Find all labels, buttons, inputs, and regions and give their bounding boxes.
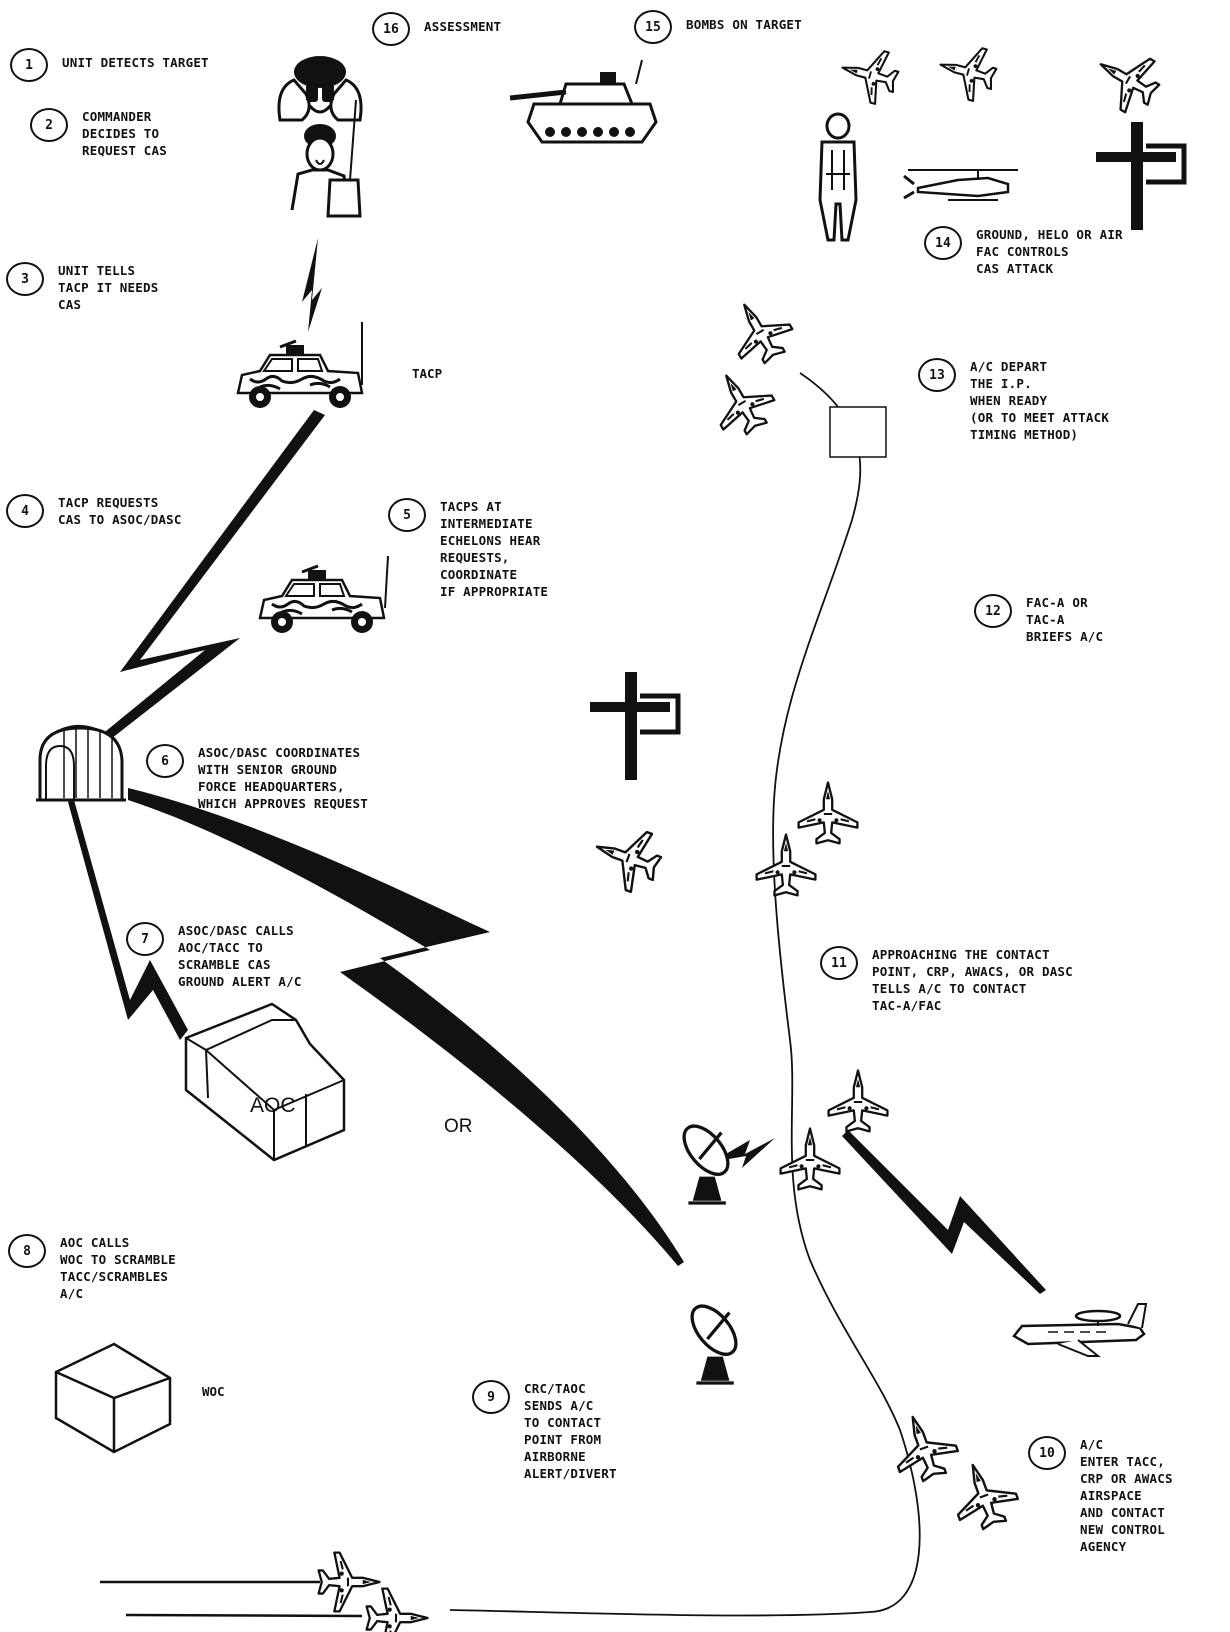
fighter-jet-icon-2: [932, 37, 1002, 106]
step-9: 9 CRC/TAOC SENDS A/C TO CONTACT POINT FR…: [472, 1380, 617, 1482]
helicopter-icon: [903, 169, 1018, 201]
or-label: OR: [444, 1116, 473, 1137]
step-text: ASOC/DASC CALLS AOC/TACC TO SCRAMBLE CAS…: [178, 923, 302, 989]
aoc-label: AOC: [250, 1094, 296, 1117]
step-1: 1 UNIT DETECTS TARGET: [10, 48, 209, 82]
step-15: 15 BOMBS ON TARGET: [634, 10, 802, 44]
step-number: 10: [1028, 1436, 1066, 1470]
step-14: 14 GROUND, HELO OR AIR FAC CONTROLS CAS …: [924, 226, 1123, 277]
step-number: 8: [8, 1234, 46, 1268]
step-number: 2: [30, 108, 68, 142]
entering-jet-icon-2: [942, 1453, 1025, 1537]
step-number: 6: [146, 744, 184, 778]
step-text: TACPs AT INTERMEDIATE ECHELONS HEAR REQU…: [440, 499, 549, 599]
step-text: UNIT TELLS TACP IT NEEDS CAS: [58, 263, 159, 312]
intermediate-tacp-humvee-icon: [258, 564, 386, 635]
control-jet-icon-2: [779, 1127, 841, 1191]
step-text: CRC/TAOC SENDS A/C TO CONTACT POINT FROM…: [524, 1381, 617, 1481]
step-number: 14: [924, 226, 962, 260]
step-number: 13: [918, 358, 956, 392]
control-jet-icon-1: [827, 1069, 889, 1133]
step-6: 6 ASOC/DASC COORDINATES WITH SENIOR GROU…: [146, 744, 368, 812]
fac-soldier-icon: [818, 112, 858, 242]
step-text: COMMANDER DECIDES TO REQUEST CAS: [82, 109, 167, 158]
step-text: A/C DEPART THE I.P. WHEN READY (OR TO ME…: [970, 359, 1110, 442]
step-11: 11 APPROACHING THE CONTACT POINT, CRP, A…: [820, 946, 1073, 1014]
radio-link-unit-tacp: [302, 238, 322, 332]
step-number: 3: [6, 262, 44, 296]
crp-radar-icon: [674, 1116, 738, 1205]
radio-operator-icon: [290, 99, 362, 218]
step-text: A/C ENTER TACC, CRP OR AWACS AIRSPACE AN…: [1080, 1437, 1173, 1554]
step-text: ASSESSMENT: [424, 19, 502, 34]
scrambled-jet-icon-1: [317, 1551, 381, 1613]
step-text: TACP REQUESTS CAS TO ASOC/DASC: [58, 495, 182, 527]
step-number: 5: [388, 498, 426, 532]
takeoff-track-2: [125, 1613, 363, 1618]
tacp-label: TACP: [412, 366, 443, 381]
soldier-binoculars-icon: [277, 56, 363, 122]
step-number: 7: [126, 922, 164, 956]
aoc-building-icon: [184, 1002, 346, 1162]
initial-point-box: [829, 406, 887, 458]
woc-label: WOC: [202, 1384, 225, 1399]
attack-jet-icon-2: [699, 359, 784, 445]
step-text: GROUND, HELO OR AIR FAC CONTROLS CAS ATT…: [976, 227, 1123, 276]
contact-point-jet-icon-1: [797, 781, 859, 845]
step-text: UNIT DETECTS TARGET: [62, 55, 209, 70]
step-text: APPROACHING THE CONTACT POINT, CRP, AWAC…: [872, 947, 1073, 1013]
radio-link-radar-ac: [712, 1138, 775, 1168]
radio-link-awacs-ac: [842, 1130, 1046, 1294]
step-number: 1: [10, 48, 48, 82]
step-8: 8 AOC CALLS WOC TO SCRAMBLE TACC/SCRAMBL…: [8, 1234, 176, 1302]
awacs-aircraft-icon: [1012, 1303, 1148, 1357]
step-text: FAC-A OR TAC-A BRIEFS A/C: [1026, 595, 1104, 644]
step-text: ASOC/DASC COORDINATES WITH SENIOR GROUND…: [198, 745, 368, 811]
step-10: 10 A/C ENTER TACC, CRP OR AWACS AIRSPACE…: [1028, 1436, 1173, 1555]
fighter-jet-icon-3: [1084, 37, 1170, 122]
scrambled-jet-icon-2: [365, 1587, 429, 1632]
step-16: 16 ASSESSMENT: [372, 12, 501, 46]
step-3: 3 UNIT TELLS TACP IT NEEDS CAS: [6, 262, 158, 313]
asoc-dasc-shelter-icon: [36, 724, 126, 802]
woc-cube-icon: [54, 1342, 172, 1454]
crc-taoc-radar-icon: [682, 1296, 746, 1385]
step-text: AOC CALLS WOC TO SCRAMBLE TACC/SCRAMBLES…: [60, 1235, 176, 1301]
tacp-humvee-icon: [236, 339, 364, 410]
step-number: 15: [634, 10, 672, 44]
radio-link-tacp-asoc: [78, 410, 325, 760]
step-12: 12 FAC-A OR TAC-A BRIEFS A/C: [974, 594, 1103, 645]
contact-point-jet-icon-2: [755, 833, 817, 897]
step-13: 13 A/C DEPART THE I.P. WHEN READY (OR TO…: [918, 358, 1109, 443]
step-number: 4: [6, 494, 44, 528]
step-text: BOMBS ON TARGET: [686, 17, 802, 32]
step-5: 5 TACPs AT INTERMEDIATE ECHELONS HEAR RE…: [388, 498, 548, 600]
fighter-jet-icon-1: [834, 40, 904, 109]
intermediate-tacp-antenna: [384, 555, 389, 609]
tank-icon: [509, 59, 658, 144]
step-4: 4 TACP REQUESTS CAS TO ASOC/DASC: [6, 494, 182, 528]
step-7: 7 ASOC/DASC CALLS AOC/TACC TO SCRAMBLE C…: [126, 922, 302, 990]
radio-link-asoc-aoc: [68, 800, 188, 1040]
prop-aircraft-icon-mid: [590, 672, 678, 780]
step-number: 9: [472, 1380, 510, 1414]
step-number: 12: [974, 594, 1012, 628]
step-number: 16: [372, 12, 410, 46]
observation-aircraft-icon: [585, 816, 669, 899]
prop-aircraft-icon-top: [1096, 122, 1184, 230]
attack-jet-icon-1: [717, 288, 802, 374]
step-2: 2 COMMANDER DECIDES TO REQUEST CAS: [30, 108, 167, 159]
step-number: 11: [820, 946, 858, 980]
